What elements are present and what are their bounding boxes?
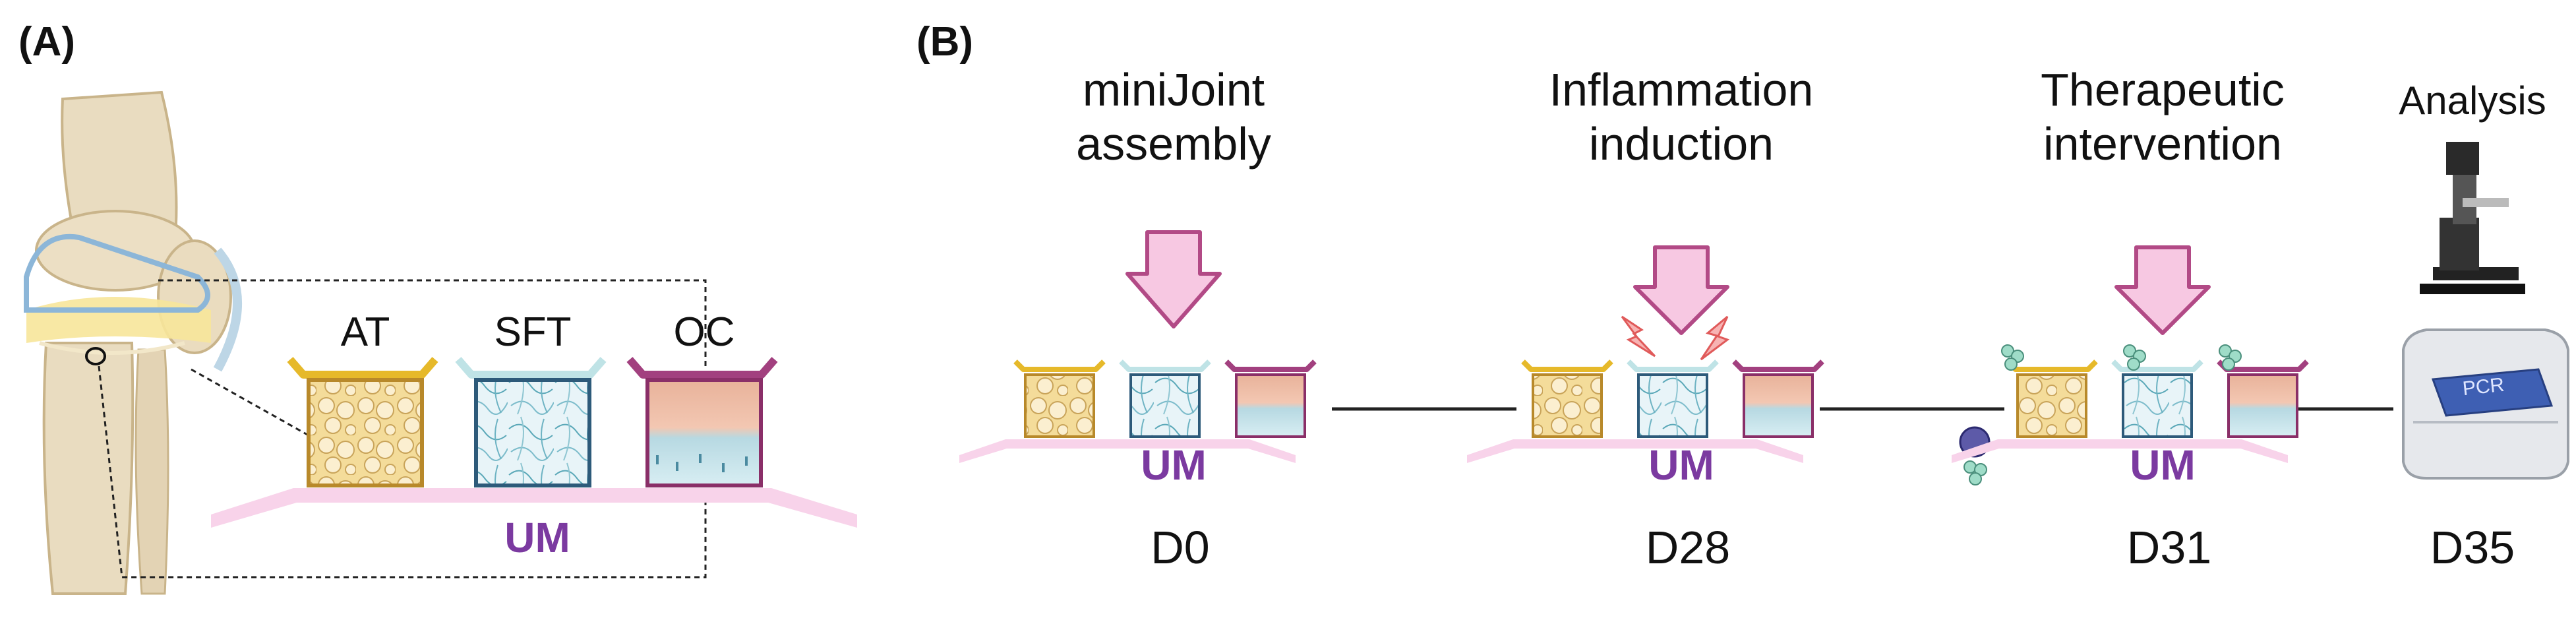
panel-label-b: (B) — [916, 19, 974, 65]
mini-tray-at-step-1 — [1013, 359, 1106, 438]
arrow-step-1 — [1125, 230, 1222, 328]
mini-tray-oc-step-2 — [1732, 359, 1824, 438]
step-title-1-line1: miniJoint — [1082, 64, 1265, 115]
microscope-icon — [2420, 142, 2525, 294]
pcr-machine-icon — [2402, 328, 2569, 480]
module-label-sft: SFT — [494, 309, 572, 355]
mini-tray-oc-step-3 — [2217, 359, 2309, 438]
module-label-oc: OC — [673, 309, 735, 355]
lightning-icon — [1621, 315, 1730, 361]
mini-tray-at-step-2 — [1521, 359, 1613, 438]
module-label-at: AT — [340, 309, 390, 355]
step-title-1: miniJoint assembly — [989, 63, 1358, 171]
arrow-step-2 — [1633, 245, 1729, 335]
day-label-d31: D31 — [2126, 522, 2212, 573]
step-title-1-line2: assembly — [1076, 118, 1271, 170]
tray-at — [287, 357, 438, 487]
day-label-d0: D0 — [1151, 522, 1210, 573]
arrow-step-3 — [2114, 245, 2211, 335]
tray-oc — [626, 357, 778, 487]
um-bar-a — [211, 488, 857, 528]
panel-label-a: (A) — [18, 19, 76, 65]
step-title-3: Therapeutic intervention — [1978, 63, 2347, 171]
mini-tray-sft-step-3 — [2111, 359, 2203, 438]
um-label-a: UM — [504, 514, 570, 561]
um-bar-step-1 — [959, 439, 1296, 463]
step-title-2: Inflammation induction — [1497, 63, 1866, 171]
um-label-step-2: UM — [1648, 441, 1714, 489]
step-title-2-line1: Inflammation — [1549, 64, 1814, 115]
knee-illustration — [24, 90, 242, 595]
step-title-3-line2: intervention — [2043, 118, 2282, 170]
mini-tray-sft-step-2 — [1627, 359, 1719, 438]
tray-sft — [455, 357, 607, 487]
therapeutic-particle-icon — [1959, 344, 2242, 485]
um-bar-step-2 — [1467, 439, 1803, 463]
analysis-title: Analysis — [2399, 78, 2546, 123]
step-title-3-line1: Therapeutic — [2041, 64, 2285, 115]
mini-tray-oc-step-1 — [1224, 359, 1317, 438]
mini-tray-sft-step-1 — [1119, 359, 1211, 438]
pcr-device-label: PCR — [2461, 373, 2505, 400]
day-label-d35: D35 — [2430, 522, 2515, 573]
um-label-step-3: UM — [2130, 441, 2196, 489]
step-title-2-line2: induction — [1588, 118, 1774, 170]
leader-lines — [98, 279, 707, 578]
day-label-d28: D28 — [1645, 522, 1731, 573]
um-bar-step-3 — [1952, 439, 2288, 463]
mini-tray-at-step-3 — [2006, 359, 2098, 438]
um-label-step-1: UM — [1141, 441, 1207, 489]
